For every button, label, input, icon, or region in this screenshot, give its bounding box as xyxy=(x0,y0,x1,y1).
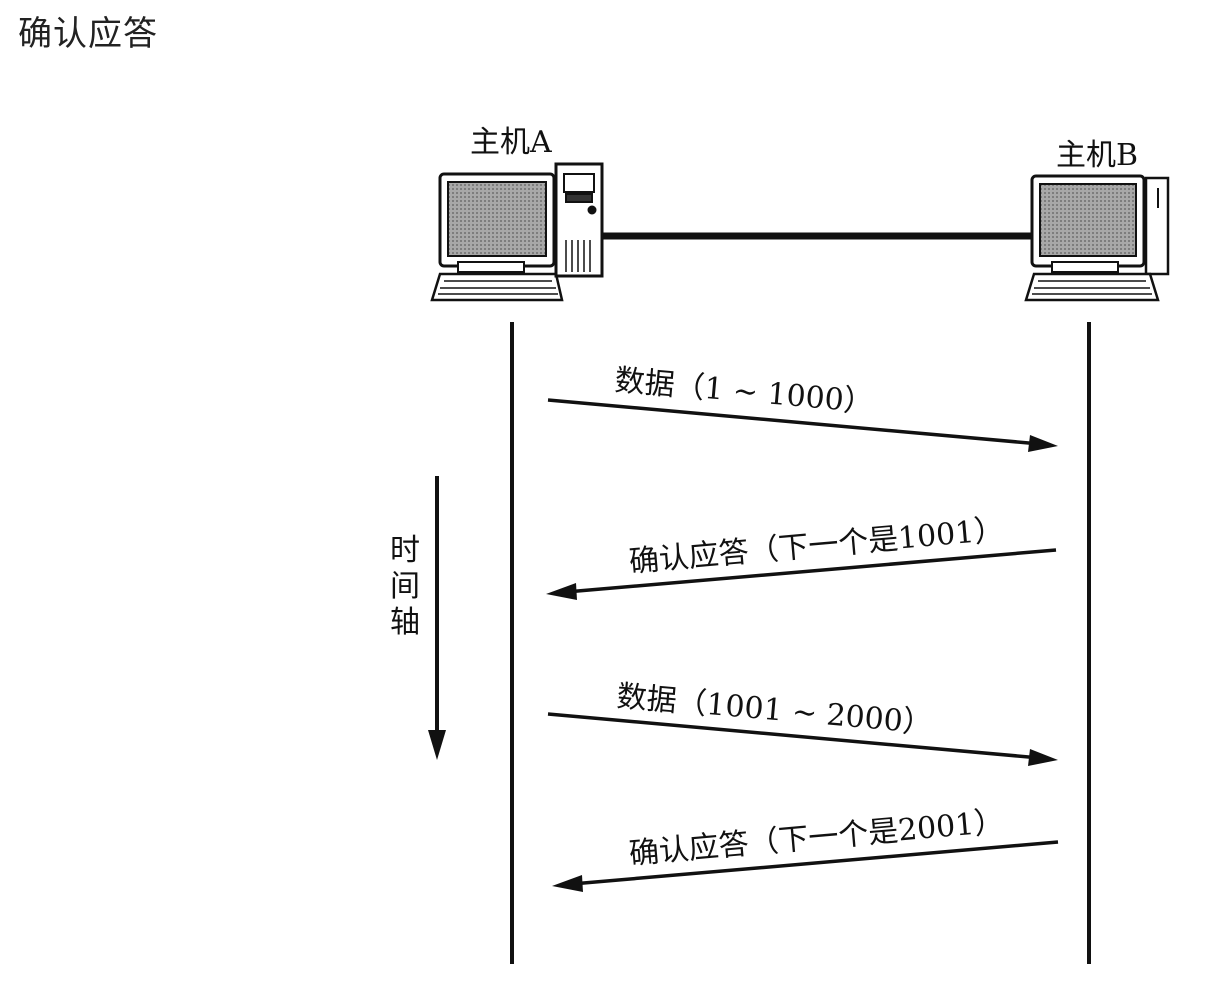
data-label-2: 数据（1001 ~ 2000） xyxy=(615,679,934,741)
data-label-1: 数据（1 ~ 1000） xyxy=(613,363,875,420)
time-axis-arrow xyxy=(428,476,446,760)
time-axis-label-char: 时 xyxy=(390,533,420,568)
host-b-label: 主机B xyxy=(1056,138,1138,173)
time-axis-label-char: 轴 xyxy=(390,605,420,640)
time-axis-label-char: 间 xyxy=(390,569,420,604)
host-a-label: 主机A xyxy=(470,125,552,160)
host-b-computer-icon xyxy=(1026,176,1168,300)
host-a-computer-icon xyxy=(432,164,602,300)
